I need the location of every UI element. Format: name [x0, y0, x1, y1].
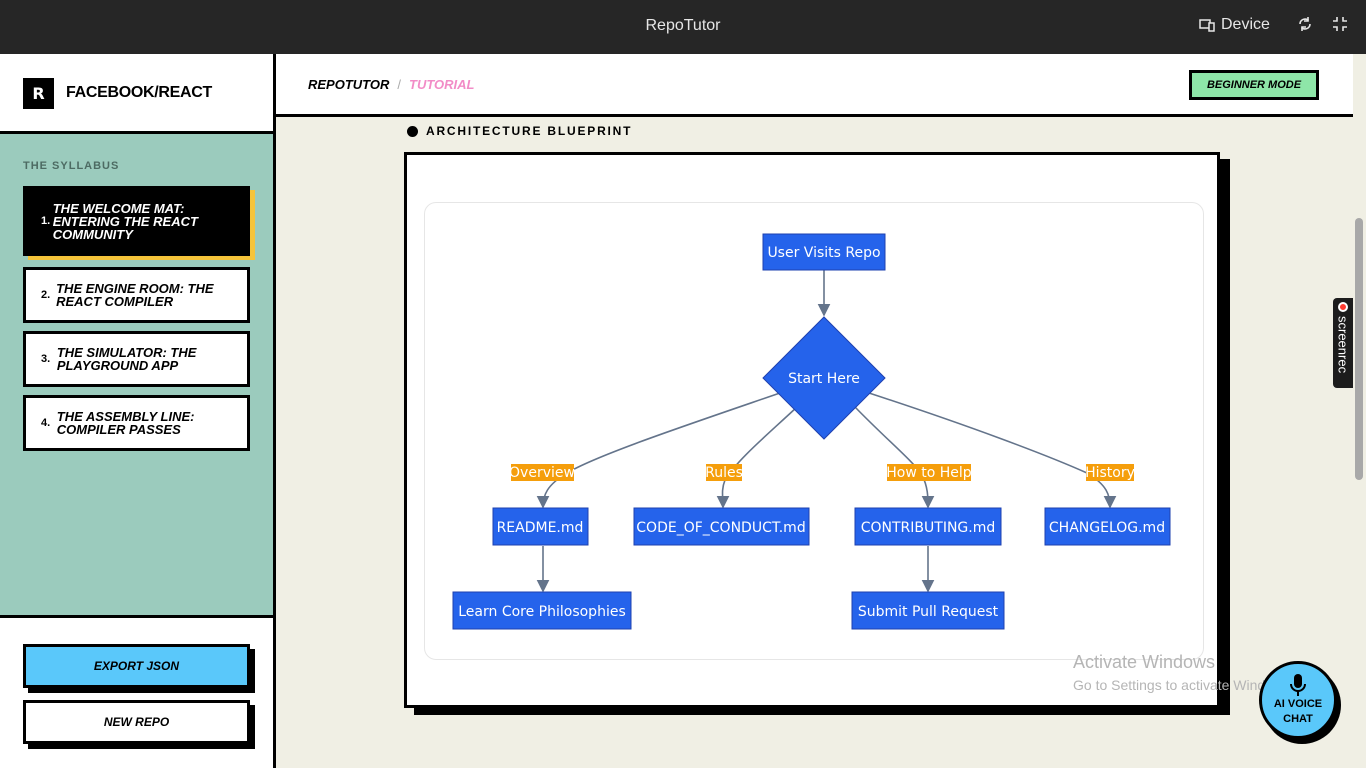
edge-label-bg [706, 464, 742, 481]
repo-brand: R FACEBOOK/REACT [0, 54, 273, 134]
ai-voice-chat-button[interactable]: AI VOICE CHAT [1259, 661, 1337, 739]
new-repo-button[interactable]: NEW REPO [23, 700, 250, 744]
activation-watermark: Activate Windows Go to Settings to activ… [1073, 652, 1294, 693]
node-learn-philosophies[interactable] [452, 591, 632, 630]
section-title: ARCHITECTURE BLUEPRINT [407, 124, 632, 138]
lesson-title: THE SIMULATOR: THE PLAYGROUND APP [56, 345, 197, 373]
node-code-of-conduct-label: CODE_OF_CONDUCT.md [636, 520, 805, 536]
device-icon [1199, 19, 1215, 32]
edge-label-bg [887, 464, 971, 481]
node-learn-philosophies-label: Learn Core Philosophies [458, 604, 626, 620]
beginner-mode-button[interactable]: BEGINNER MODE [1189, 70, 1319, 100]
record-icon [1338, 302, 1348, 312]
top-header: REPOTUTOR / TUTORIAL BEGINNER MODE [276, 54, 1353, 117]
edge-history [868, 392, 1117, 509]
device-label: Device [1221, 16, 1270, 33]
breadcrumb-current: TUTORIAL [409, 77, 475, 92]
node-submit-pr[interactable] [851, 591, 1005, 630]
syllabus-panel: THE SYLLABUS 1. THE WELCOME MAT: ENTERIN… [0, 134, 273, 618]
bullet-icon [407, 125, 418, 137]
window-titlebar: RepoTutor Device [0, 0, 1366, 54]
node-start-here-label: Start Here [788, 371, 860, 387]
breadcrumb-root[interactable]: REPOTUTOR [308, 77, 390, 92]
node-user-visits-label: User Visits Repo [767, 245, 880, 261]
node-changelog[interactable] [1044, 507, 1171, 546]
node-readme[interactable] [492, 507, 589, 546]
ai-voice-chat-label: AI VOICE CHAT [1273, 698, 1323, 725]
lesson-number: 1. [41, 215, 51, 227]
export-json-button[interactable]: EXPORT JSON [23, 644, 250, 688]
lesson-item-2[interactable]: 2. THE ENGINE ROOM: THE REACT COMPILER [23, 267, 250, 323]
section-title-text: ARCHITECTURE BLUEPRINT [426, 124, 633, 138]
edge-howto [854, 406, 935, 509]
diagram-frame [424, 202, 1204, 660]
edge-rules [716, 406, 798, 509]
device-toggle[interactable]: Device [1199, 16, 1270, 34]
node-contributing-label: CONTRIBUTING.md [861, 520, 996, 536]
rotate-icon[interactable] [1296, 15, 1314, 33]
node-readme-label: README.md [497, 520, 584, 536]
repo-name: FACEBOOK/REACT [66, 84, 213, 101]
edge-overview [536, 392, 781, 509]
edge-label-overview: Overview [509, 465, 575, 481]
lesson-item-3[interactable]: 3. THE SIMULATOR: THE PLAYGROUND APP [23, 331, 250, 387]
sidebar-actions: EXPORT JSON NEW REPO [0, 621, 273, 768]
screenrec-tab[interactable]: screenrec [1333, 298, 1353, 388]
edge-label-bg [511, 464, 574, 481]
lesson-title: THE ASSEMBLY LINE: COMPILER PASSES [56, 409, 195, 437]
node-contributing[interactable] [854, 507, 1002, 546]
lesson-item-4[interactable]: 4. THE ASSEMBLY LINE: COMPILER PASSES [23, 395, 250, 451]
breadcrumb-separator: / [397, 77, 402, 92]
window-title: RepoTutor [645, 17, 721, 34]
lesson-number: 2. [41, 289, 51, 301]
repo-logo: R [23, 78, 54, 109]
edge-label-bg [1086, 464, 1134, 481]
lesson-item-1[interactable]: 1. THE WELCOME MAT: ENTERING THE REACT C… [23, 186, 250, 256]
node-code-of-conduct[interactable] [633, 507, 810, 546]
architecture-blueprint: Overview Rules How to Help History User … [404, 152, 1220, 708]
lesson-title: THE ENGINE ROOM: THE REACT COMPILER [56, 281, 214, 309]
edge-label-history: History [1085, 465, 1135, 481]
edge-label-rules: Rules [705, 465, 743, 481]
lesson-title: THE WELCOME MAT: ENTERING THE REACT COMM… [52, 200, 198, 242]
screenrec-label: screenrec [1335, 316, 1351, 374]
watermark-subtitle: Go to Settings to activate Windows. [1073, 677, 1294, 693]
node-user-visits[interactable] [762, 233, 886, 271]
sidebar: R FACEBOOK/REACT THE SYLLABUS 1. THE WEL… [0, 54, 276, 768]
lesson-number: 4. [41, 417, 51, 429]
microphone-icon [1290, 674, 1306, 696]
edge-label-howto: How to Help [886, 465, 972, 481]
node-start-here[interactable] [762, 316, 886, 440]
lesson-number: 3. [41, 353, 51, 365]
exit-fullscreen-icon[interactable] [1331, 15, 1349, 33]
node-changelog-label: CHANGELOG.md [1049, 520, 1165, 536]
breadcrumb: REPOTUTOR / TUTORIAL [308, 77, 475, 92]
syllabus-heading: THE SYLLABUS [23, 160, 120, 172]
scrollbar-thumb[interactable] [1355, 218, 1363, 480]
node-submit-pr-label: Submit Pull Request [858, 604, 999, 620]
watermark-title: Activate Windows [1073, 652, 1216, 672]
flow-diagram: Overview Rules How to Help History User … [452, 233, 1171, 630]
